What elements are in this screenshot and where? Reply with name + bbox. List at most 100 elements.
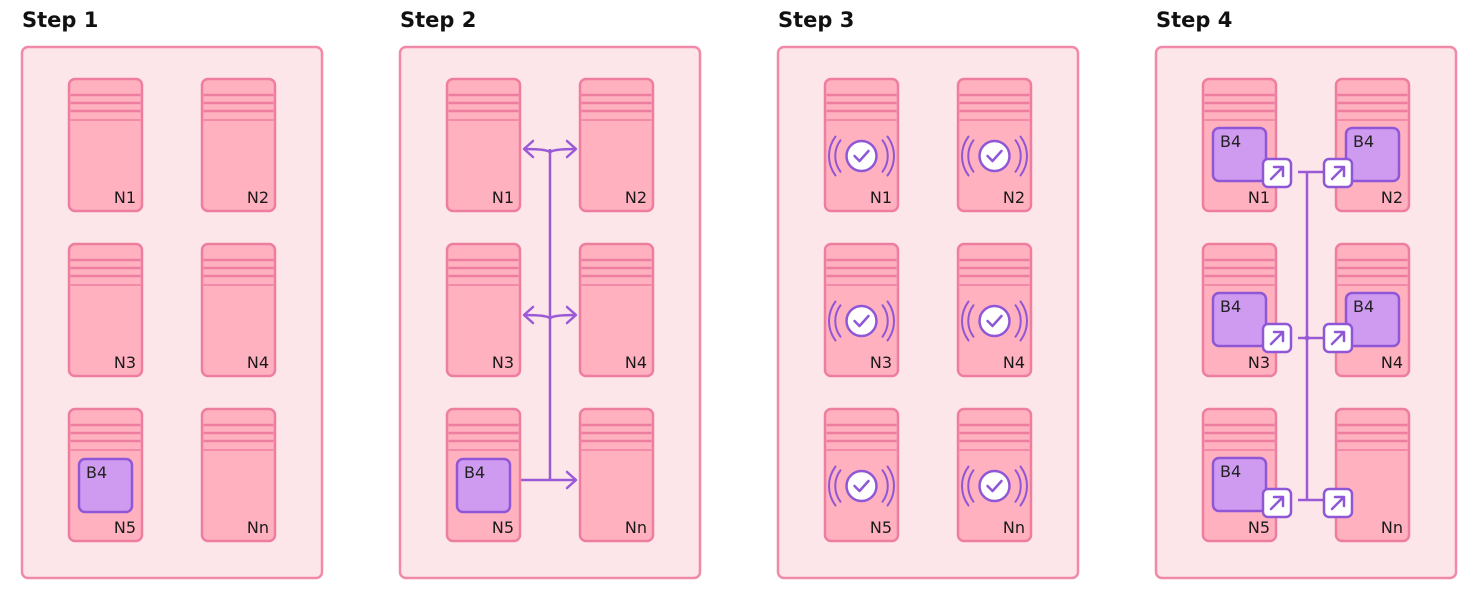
signal-wave-right: [881, 304, 889, 338]
node-label: N4: [625, 353, 647, 372]
block-badge: B4: [1344, 126, 1401, 183]
server-node-n5: N5 B4: [1201, 407, 1293, 543]
commit-arrow-icon: [1261, 487, 1293, 519]
commit-junction: [1304, 335, 1310, 341]
block-box: [77, 457, 134, 514]
check-icon: [961, 465, 1028, 507]
node-label: N1: [1248, 188, 1270, 207]
node-label: N5: [870, 518, 892, 537]
commit-icon-arrow: [1269, 165, 1285, 181]
check-mark: [986, 149, 1003, 163]
commit-arrow-icon: [1261, 322, 1293, 354]
signal-wave-right: [886, 300, 895, 342]
block-label: B4: [1220, 132, 1241, 151]
block-box: [1344, 126, 1401, 183]
broadcast-arrows: [521, 139, 578, 490]
server-node-n5: N5: [823, 407, 900, 543]
check-circle: [978, 469, 1011, 503]
arrow-branch-right: [548, 313, 577, 320]
commit-arrow-icon: [1322, 487, 1354, 519]
step-4-title: Step 4: [1156, 8, 1233, 32]
step-3-title: Step 3: [778, 8, 855, 32]
signal-wave-left: [961, 135, 970, 177]
node-label: N3: [492, 353, 514, 372]
block-box: [1211, 291, 1268, 348]
signal-wave-left: [967, 304, 975, 338]
signal-wave-right: [881, 139, 889, 173]
node-label: N1: [492, 188, 514, 207]
node-label: N2: [625, 188, 647, 207]
node-label: N4: [1381, 353, 1403, 372]
block-label: B4: [464, 463, 485, 482]
check-icon: [828, 135, 895, 177]
server-node-n1: N1: [67, 77, 144, 213]
node-label: N3: [870, 353, 892, 372]
signal-wave-left: [828, 300, 837, 342]
check-mark: [986, 479, 1003, 493]
server-node-n3: N3: [67, 242, 144, 378]
signal-wave-left: [961, 300, 970, 342]
arrow-head: [522, 305, 535, 325]
block-box: [1344, 291, 1401, 348]
check-mark: [853, 479, 870, 493]
server-node-n4: N4: [956, 242, 1033, 378]
signal-wave-right: [881, 469, 889, 503]
arrow-branch-right: [548, 147, 577, 154]
check-circle: [845, 304, 878, 338]
node-label: N4: [1003, 353, 1025, 372]
node-label: N5: [1248, 518, 1270, 537]
server-node-n1: N1: [445, 77, 522, 213]
signal-wave-left: [961, 465, 970, 507]
server-node-n4: N4: [578, 242, 655, 378]
node-label: N4: [247, 353, 269, 372]
signal-wave-left: [834, 139, 842, 173]
commit-icon-arrow: [1330, 330, 1346, 346]
signal-wave-left: [834, 304, 842, 338]
signal-wave-right: [1014, 139, 1022, 173]
server-node-nn: Nn: [1322, 407, 1411, 543]
block-label: B4: [1353, 132, 1374, 151]
signal-wave-right: [1019, 465, 1028, 507]
node-label: N5: [492, 518, 514, 537]
commit-arrow-icon: [1322, 157, 1354, 189]
block-badge: B4: [1344, 291, 1401, 348]
server-node-n5: N5 B4: [445, 407, 522, 543]
check-circle: [978, 304, 1011, 338]
arrow-head: [565, 139, 578, 159]
signal-wave-right: [1014, 469, 1022, 503]
server-node-nn: Nn: [578, 407, 655, 543]
block-label: B4: [1220, 462, 1241, 481]
check-icon: [961, 300, 1028, 342]
signal-wave-left: [828, 135, 837, 177]
block-badge: B4: [1211, 456, 1268, 513]
check-mark: [986, 314, 1003, 328]
arrow-head: [565, 305, 578, 325]
node-label: Nn: [247, 518, 269, 537]
check-icon: [961, 135, 1028, 177]
block-box: [1211, 126, 1268, 183]
commit-arrow-icon: [1322, 322, 1354, 354]
signal-wave-left: [967, 139, 975, 173]
server-node-nn: Nn: [200, 407, 277, 543]
node-label: N2: [1003, 188, 1025, 207]
commit-icon-arrow: [1269, 330, 1285, 346]
server-node-n2: N2: [956, 77, 1033, 213]
signal-wave-left: [967, 469, 975, 503]
node-label: N2: [247, 188, 269, 207]
commit-icon-arrow: [1330, 495, 1346, 511]
signal-wave-right: [1014, 304, 1022, 338]
block-label: B4: [86, 463, 107, 482]
commit-icon-arrow: [1269, 495, 1285, 511]
block-badge: B4: [1211, 291, 1268, 348]
block-box: [455, 457, 512, 514]
server-node-n1: N1 B4: [1201, 77, 1293, 213]
server-node-n3: N3: [445, 242, 522, 378]
